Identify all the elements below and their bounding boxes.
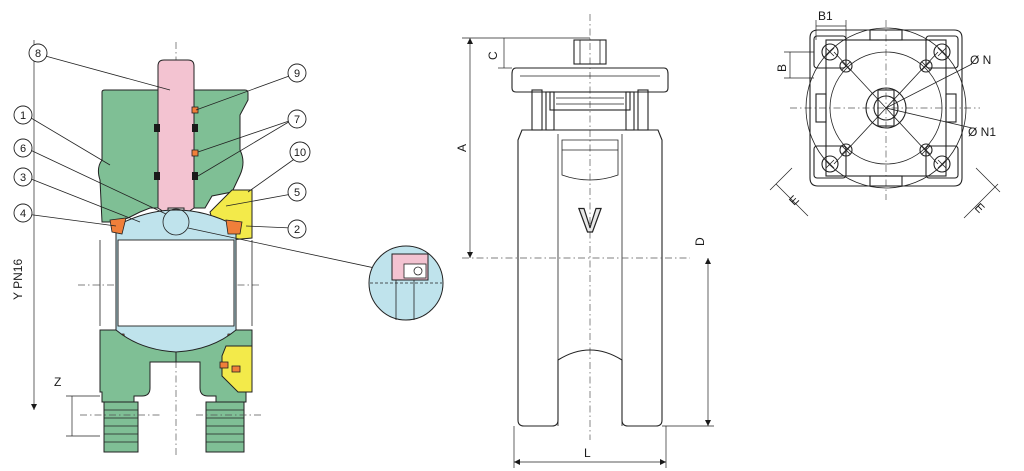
dim-z: Z <box>54 375 61 389</box>
callout-5: 5 <box>287 182 307 202</box>
dim-b: B <box>775 64 789 72</box>
seal-mid-7 <box>191 149 199 157</box>
thread-lines <box>104 409 244 443</box>
callout-10: 10 <box>289 141 311 163</box>
top-flange <box>511 67 669 93</box>
body-top <box>97 89 159 223</box>
callout-8: 8 <box>28 43 48 63</box>
svg-text:4: 4 <box>20 208 26 220</box>
svg-text:9: 9 <box>294 68 300 80</box>
dim-d: D <box>693 237 707 246</box>
dim-a: A <box>455 144 469 152</box>
front-view: V A C D L <box>455 14 714 468</box>
tail-left <box>103 401 139 453</box>
dim-e-right: E <box>972 200 988 216</box>
callout-2: 2 <box>287 219 307 239</box>
ball-bore <box>117 239 235 327</box>
dim-n: Ø N <box>970 53 991 67</box>
stem-top <box>573 39 607 65</box>
seal-right-1 <box>192 124 198 132</box>
seal-right-2 <box>192 172 198 180</box>
svg-text:8: 8 <box>35 48 41 60</box>
callout-4: 4 <box>13 203 33 223</box>
svg-text:1: 1 <box>20 110 26 122</box>
svg-text:7: 7 <box>294 114 300 126</box>
seal-left-1 <box>154 124 160 132</box>
leader-lines <box>25 53 385 271</box>
svg-text:10: 10 <box>294 147 306 159</box>
dim-e-left: E <box>786 193 802 209</box>
seat-4-top <box>109 217 127 235</box>
callout-6: 6 <box>13 138 33 158</box>
svg-text:5: 5 <box>294 187 300 199</box>
callout-3: 3 <box>13 167 33 187</box>
dim-c: C <box>486 51 500 60</box>
sectional-view: Y PN16 Z 8 9 <box>11 40 444 455</box>
callout-1: 1 <box>13 105 33 125</box>
svg-text:3: 3 <box>20 172 26 184</box>
seal-left-2 <box>154 172 160 180</box>
pcd-circle <box>805 27 967 189</box>
svg-text:6: 6 <box>20 143 26 155</box>
body-bottom-left <box>99 329 177 403</box>
dim-b1: B1 <box>818 9 833 23</box>
svg-text:2: 2 <box>294 224 300 236</box>
top-view: B1 B Ø N Ø N1 E E <box>769 9 1001 219</box>
dim-l: L <box>584 446 591 460</box>
front-body <box>517 129 663 427</box>
seal-top-9 <box>191 106 199 114</box>
side-label: Y PN16 <box>11 259 25 300</box>
tail-right <box>205 401 245 453</box>
stem-8 <box>157 59 195 213</box>
callout-7: 7 <box>287 109 307 129</box>
dim-n1: Ø N1 <box>968 125 996 139</box>
bolt-holes <box>821 43 951 173</box>
stem-circle <box>865 87 907 129</box>
callout-9: 9 <box>287 63 307 83</box>
top-flange-square <box>809 29 963 187</box>
detail-magnifier <box>368 245 444 321</box>
detail-circle <box>162 208 190 236</box>
body-top-right <box>193 89 249 209</box>
logo-text: V <box>579 202 602 240</box>
seat-top-right <box>225 219 243 235</box>
